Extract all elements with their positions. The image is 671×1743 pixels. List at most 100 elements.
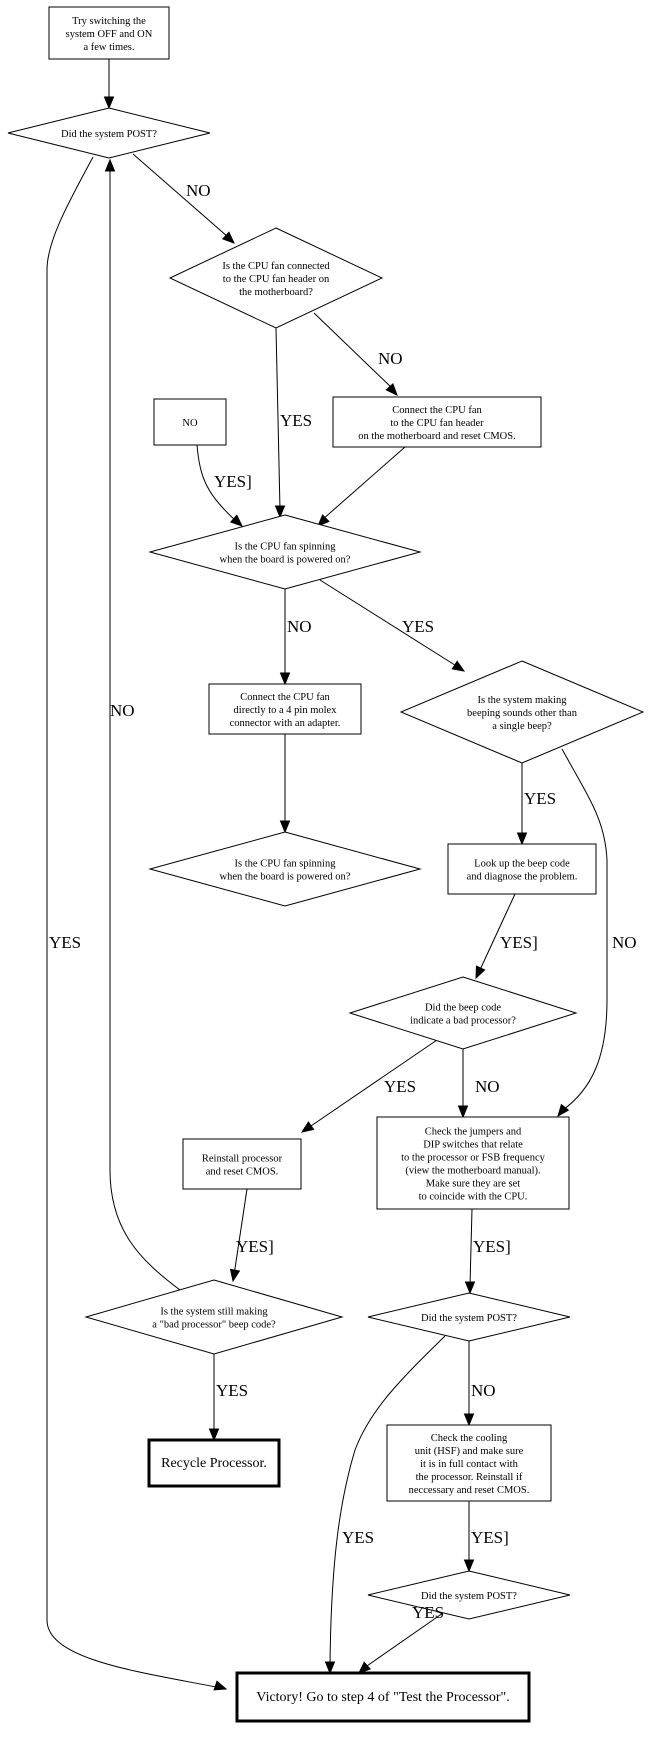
node-text-line: and diagnose the problem. [467, 872, 578, 883]
node-text-line: to the CPU fan header on [223, 274, 330, 285]
edge-no_box-to-fan_spinning1 [196, 444, 243, 527]
edge-line [561, 748, 608, 1111]
edge-label: YES [384, 1077, 416, 1096]
edge-line [329, 1335, 446, 1667]
edge-line [313, 312, 393, 389]
node-text-line: Reinstall processor [202, 1154, 283, 1165]
edge-label: YES [402, 617, 434, 636]
node-text-line: Connect the CPU fan [240, 692, 330, 703]
node-text-line: directly to a 4 pin molex [234, 705, 338, 716]
arrowhead-icon [516, 832, 528, 846]
edge-label: YES] [236, 1237, 274, 1256]
edge-fan_connected-to-fan_spinning1 [274, 327, 286, 519]
arrowhead-icon [463, 1559, 475, 1573]
node-text-line: Is the system making [478, 695, 568, 706]
edge-line [132, 153, 229, 238]
edge-connect_fan_header-to-fan_spinning1 [317, 446, 406, 527]
node-text-line: connector with an adapter. [230, 718, 341, 729]
node-text-line: the processor. Reinstall if [416, 1472, 523, 1483]
node-text-line: beeping sounds other than [467, 708, 578, 719]
decision-diamond [168, 227, 384, 329]
node-text-line: Is the CPU fan spinning [235, 859, 337, 870]
edge-line [478, 893, 516, 973]
node-text-line: unit (HSF) and make sure [415, 1446, 524, 1457]
arrowhead-icon [317, 514, 330, 527]
node-post3: Did the system POST? [367, 1570, 571, 1620]
process-box [208, 683, 362, 735]
edge-beeping-to-lookup_beep [516, 763, 528, 846]
node-text-line: it is in full contact with [420, 1459, 518, 1470]
edge-line [196, 444, 238, 523]
edge-line [275, 327, 281, 511]
edge-lookup_beep-to-bad_processor [475, 893, 516, 980]
arrowhead-icon [300, 1121, 315, 1133]
edge-still_bad-to-recycle [208, 1354, 220, 1442]
edge-post2-to-victory [324, 1335, 446, 1675]
decision-diamond [348, 976, 578, 1050]
node-text-line: to the CPU fan header [390, 418, 484, 429]
node-text-line: Look up the beep code [474, 859, 570, 870]
edge-label: NO [186, 181, 211, 200]
node-lookup-beep: Look up the beep code and diagnose the pr… [447, 843, 597, 895]
edge-post1-to-victory [46, 156, 228, 1691]
node-text-line: Victory! Go to step 4 of "Test the Proce… [256, 1690, 509, 1705]
edge-start-to-post1 [103, 59, 115, 110]
edges-layer [46, 59, 608, 1691]
node-text-line: Did the system POST? [421, 1313, 517, 1324]
process-box [153, 398, 227, 446]
node-text-line: Check the jumpers and [425, 1127, 522, 1138]
edge-check_jumpers-to-post2 [464, 1208, 476, 1295]
node-recycle: Recycle Processor. [147, 1438, 281, 1488]
node-text-line: and reset CMOS. [206, 1167, 279, 1178]
node-text-line: Did the beep code [425, 1003, 501, 1014]
arrowhead-icon [229, 1268, 241, 1283]
edge-label: NO [110, 701, 135, 720]
edge-label: YES [524, 789, 556, 808]
node-text-line: Make sure they are set [426, 1179, 521, 1190]
edge-line [469, 1208, 473, 1287]
edge-label: YES] [500, 933, 538, 952]
node-text-line: Is the system still making [160, 1307, 268, 1318]
arrowhead-icon [385, 382, 398, 396]
decision-diamond [148, 514, 422, 590]
edge-reinstall-to-still_bad [229, 1188, 248, 1283]
node-post2: Did the system POST? [367, 1292, 571, 1342]
decision-diamond [367, 1570, 571, 1620]
node-text-line: on the motherboard and reset CMOS. [358, 431, 515, 442]
edge-label: YES [216, 1381, 248, 1400]
node-text-line: Try switching the [72, 16, 146, 27]
arrowhead-icon [451, 660, 466, 672]
arrowhead-icon [274, 505, 286, 519]
edge-label: NO [612, 933, 637, 952]
node-text-line: a single beep? [492, 721, 552, 732]
edge-line [233, 1188, 248, 1276]
arrowhead-icon [475, 965, 486, 980]
decision-diamond [7, 107, 211, 159]
arrowhead-icon [213, 1680, 228, 1691]
process-box [332, 396, 542, 448]
terminal-box [147, 1438, 281, 1488]
arrowhead-icon [103, 96, 115, 110]
edge-label: YES [342, 1528, 374, 1547]
edge-label: YES] [473, 1237, 511, 1256]
node-text-line: to coincide with the CPU. [419, 1192, 528, 1203]
node-victory: Victory! Go to step 4 of "Test the Proce… [235, 1671, 531, 1723]
node-text-line: a few times. [83, 42, 134, 53]
node-text-line: Did the system POST? [421, 1591, 517, 1602]
decision-diamond [399, 660, 645, 764]
edge-fan_spinning1-to-connect_molex [279, 589, 291, 686]
edge-fan_connected-to-connect_fan_header [313, 312, 398, 396]
edge-post3-to-victory [358, 1612, 444, 1674]
edge-label: YES] [214, 472, 252, 491]
node-text-line: to the processor or FSB frequency [401, 1153, 546, 1164]
decision-diamond [84, 1279, 344, 1355]
arrowhead-icon [208, 1428, 220, 1442]
